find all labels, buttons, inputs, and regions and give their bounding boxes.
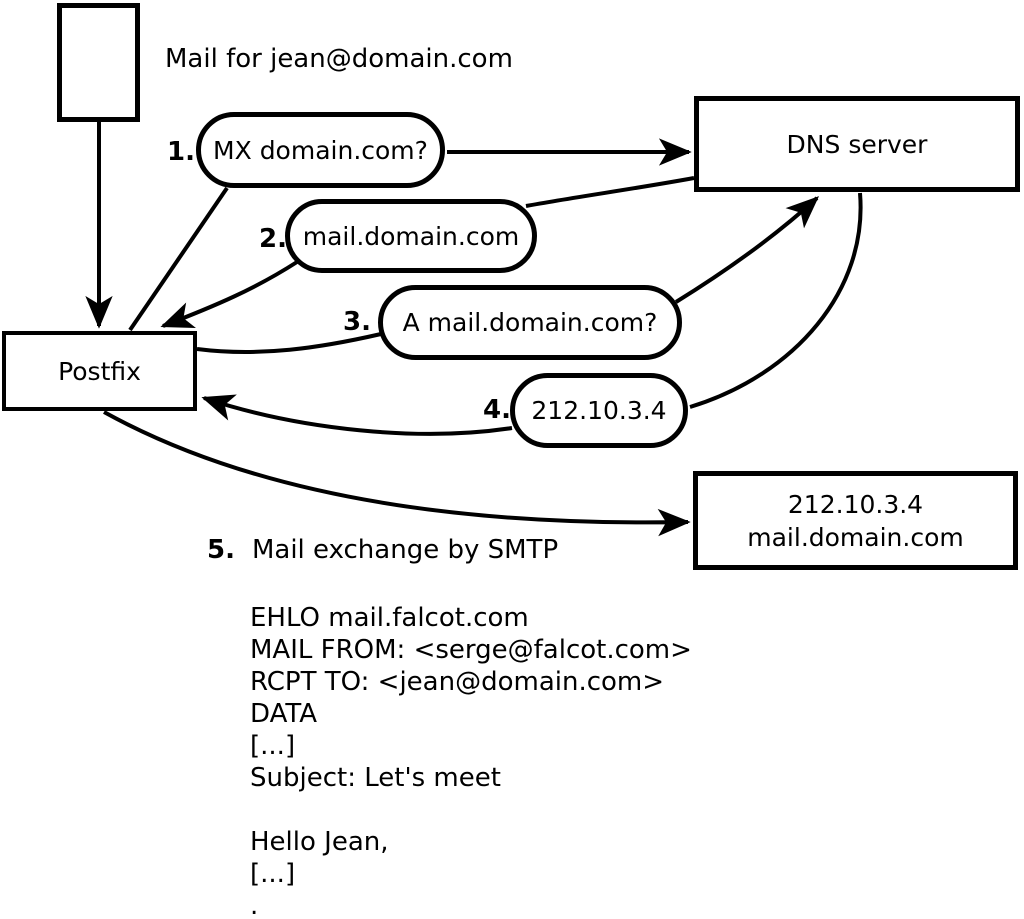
destination-ip-label: 212.10.3.4	[787, 489, 924, 519]
smtp-session-line: Hello Jean,	[250, 827, 389, 857]
arrow-query3-to-dns	[674, 196, 820, 304]
line-dns-to-reply2	[525, 176, 695, 208]
smtp-session-line	[250, 794, 692, 826]
step-number-1: 1.	[167, 137, 195, 167]
arrow-postfix-to-mailserver	[103, 410, 691, 537]
smtp-session-line: [...]	[250, 859, 296, 889]
step-number-3: 3.	[343, 307, 371, 337]
reply-a-pill: 212.10.3.4	[510, 373, 688, 448]
reply-mx-label: mail.domain.com	[302, 221, 520, 251]
dns-server-label: DNS server	[786, 129, 928, 159]
line-dns-to-reply4	[689, 192, 863, 409]
smtp-session-line: RCPT TO: <jean@domain.com>	[250, 667, 665, 697]
postfix-label: Postfix	[58, 356, 141, 386]
destination-host-label: mail.domain.com	[747, 522, 964, 552]
arrow-reply4-to-postfix	[201, 394, 513, 436]
step5-label: Mail exchange by SMTP	[251, 535, 559, 565]
destination-mailserver-node: 212.10.3.4 mail.domain.com	[693, 471, 1018, 570]
step-number-2: 2.	[259, 224, 287, 254]
query-mx-label: MX domain.com?	[213, 135, 428, 165]
smtp-session-line: DATA	[250, 699, 317, 729]
smtp-session-line: Subject: Let's meet	[250, 763, 501, 793]
step-number-5: 5.	[207, 535, 235, 565]
line-postfix-to-query1	[128, 186, 229, 332]
mail-message-node	[57, 3, 140, 122]
step5-caption: 5. Mail exchange by SMTP	[207, 535, 558, 565]
reply-a-label: 212.10.3.4	[531, 396, 667, 425]
smtp-session-line: MAIL FROM: <serge@falcot.com>	[250, 635, 692, 665]
query-mx-pill: MX domain.com?	[196, 112, 445, 188]
mail-note-label: Mail for jean@domain.com	[165, 44, 513, 74]
arrow-reply2-to-postfix	[160, 260, 299, 328]
dns-server-node: DNS server	[694, 96, 1020, 192]
smtp-session-line: EHLO mail.falcot.com	[250, 603, 529, 633]
line-postfix-to-query3	[196, 332, 382, 354]
query-a-pill: A mail.domain.com?	[378, 285, 682, 360]
reply-mx-pill: mail.domain.com	[285, 199, 537, 273]
smtp-session-line: .	[250, 891, 259, 919]
query-a-label: A mail.domain.com?	[402, 308, 658, 337]
postfix-node: Postfix	[2, 331, 197, 411]
smtp-session-line: [...]	[250, 731, 296, 761]
step-number-4: 4.	[483, 395, 511, 425]
